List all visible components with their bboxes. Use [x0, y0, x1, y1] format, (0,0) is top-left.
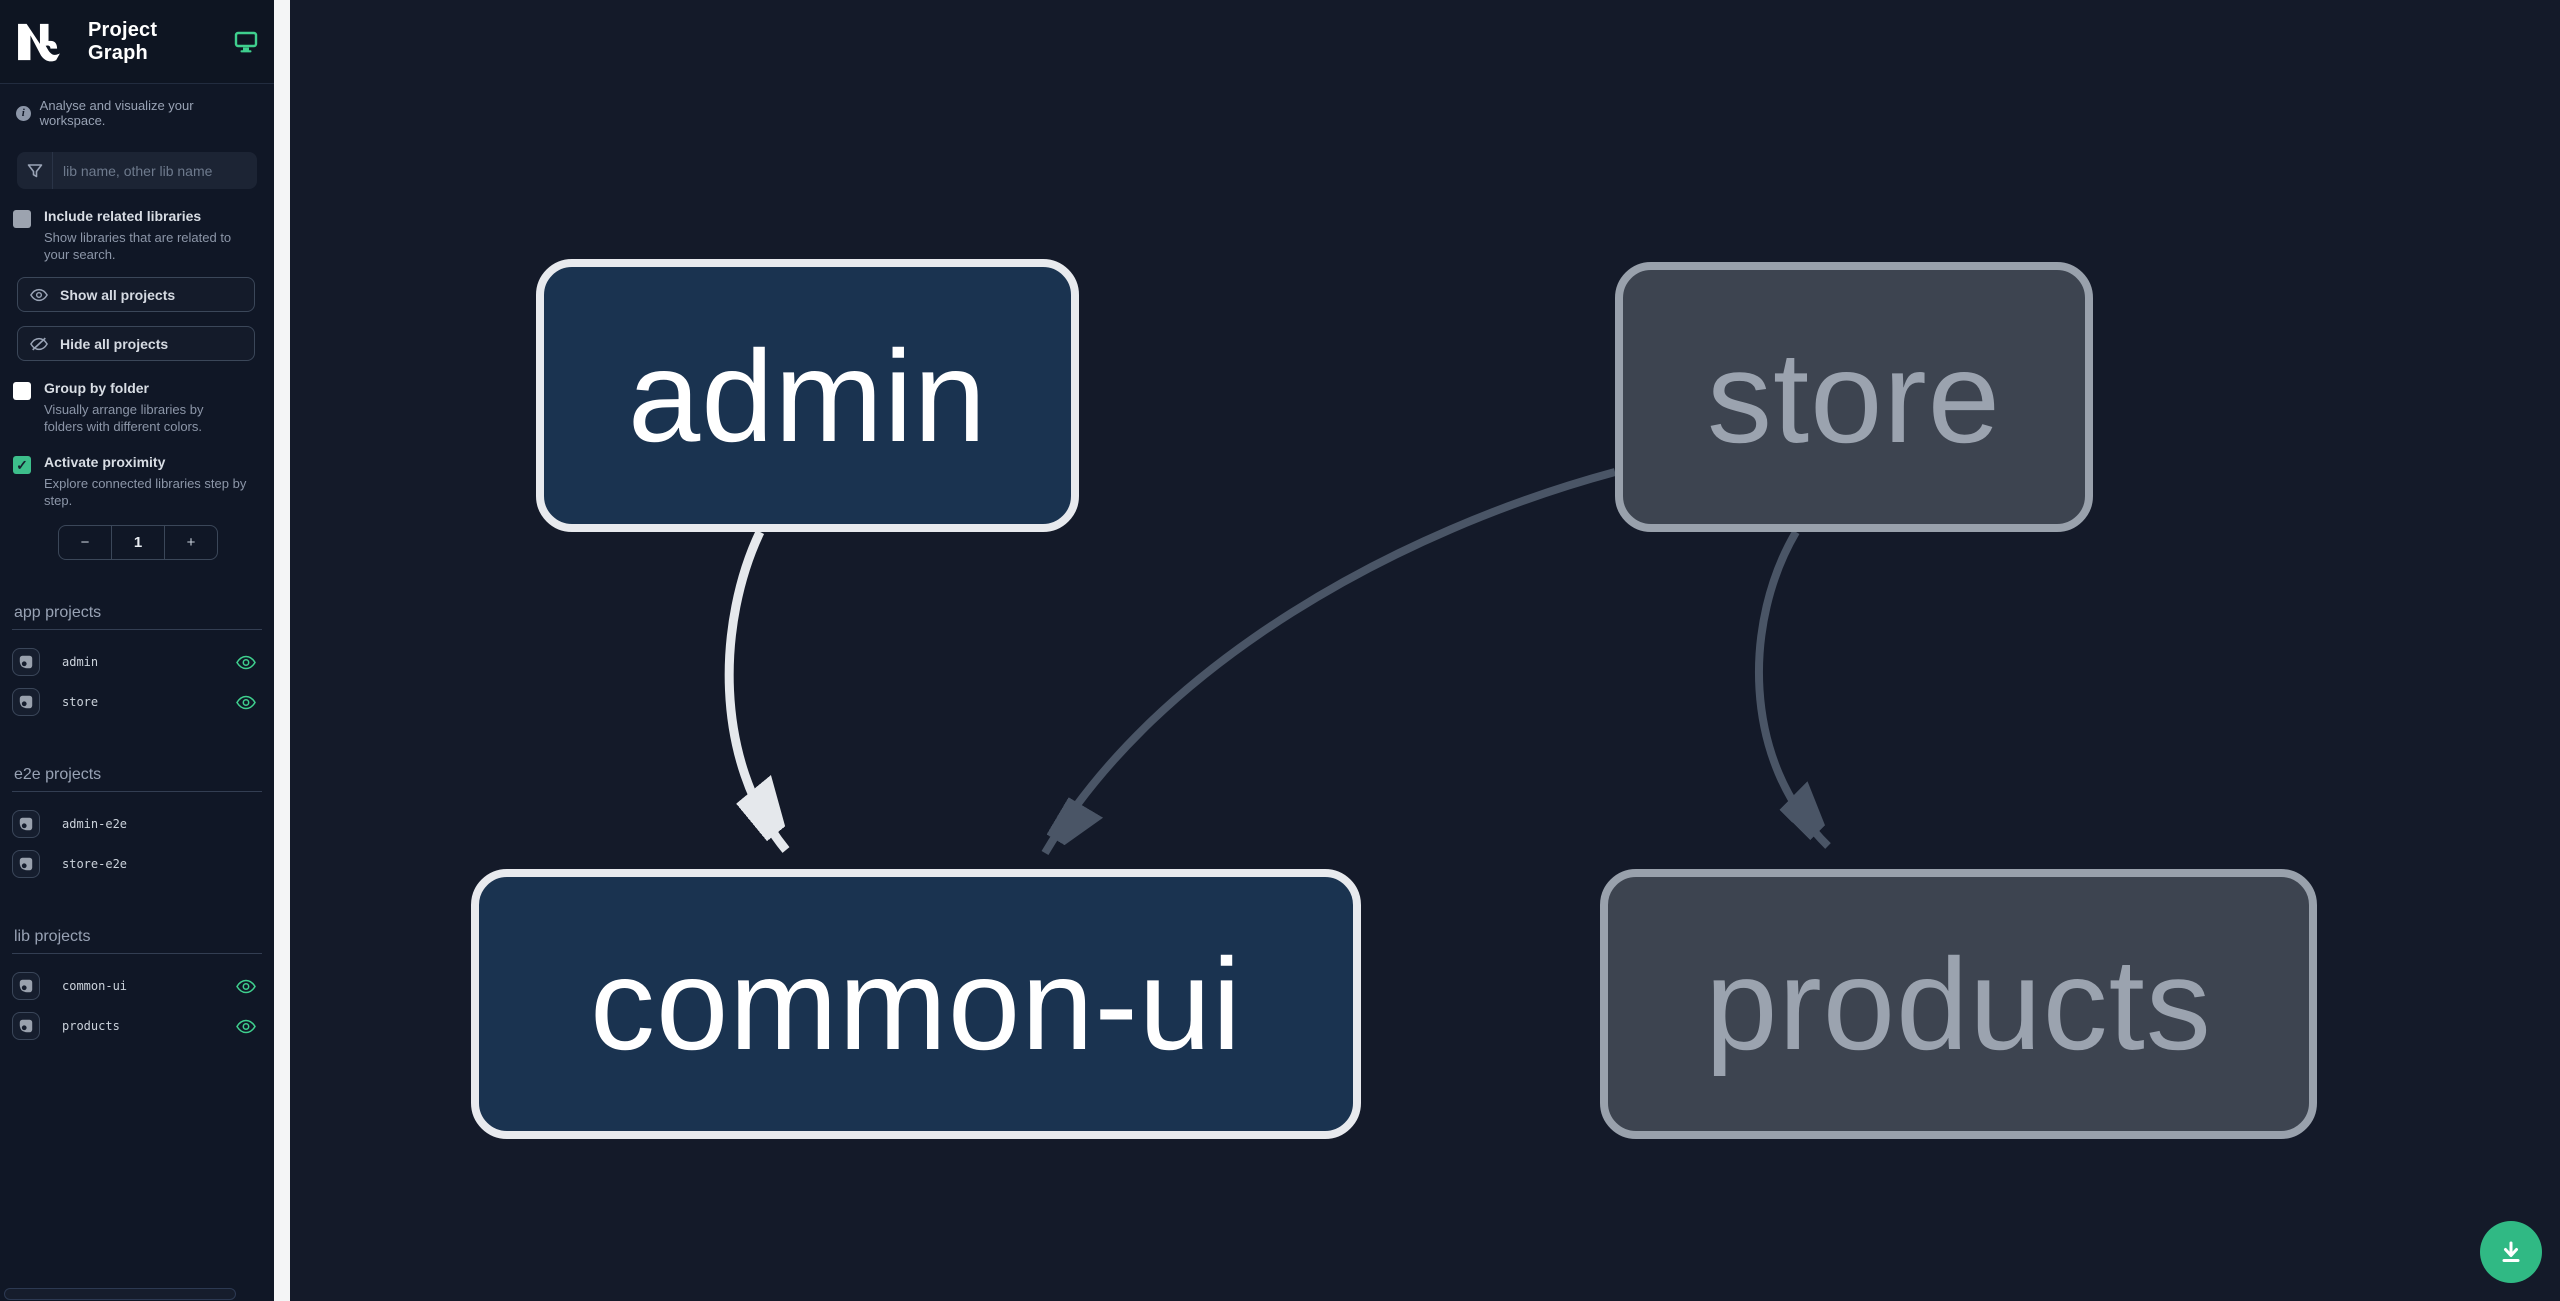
project-row-store: store	[12, 682, 262, 722]
option-description: Visually arrange libraries by folders wi…	[44, 402, 204, 434]
project-section-app: app projects admin store	[0, 604, 274, 722]
project-name: admin	[62, 655, 99, 669]
sidebar-scrollbar-track[interactable]	[274, 0, 290, 1301]
section-title: lib projects	[12, 928, 262, 954]
hide-all-projects-button[interactable]: Hide all projects	[17, 326, 255, 361]
page-title: Project Graph	[88, 18, 158, 64]
checkbox-group-by-folder[interactable]	[13, 382, 31, 400]
project-name: products	[62, 1019, 120, 1033]
project-section-lib: lib projects common-ui products	[0, 928, 274, 1046]
focus-project-icon	[19, 817, 33, 831]
proximity-depth-stepper: − 1 +	[58, 525, 218, 560]
project-lists: app projects admin store e2e projects ad…	[0, 604, 274, 1046]
focus-project-icon	[19, 979, 33, 993]
info-icon: i	[16, 105, 31, 121]
graph-node-store[interactable]: store	[1615, 262, 2093, 532]
project-section-e2e: e2e projects admin-e2e store-e2e	[0, 766, 274, 884]
project-name: store-e2e	[62, 857, 128, 871]
button-label: Show all projects	[60, 286, 176, 303]
search-box	[17, 152, 257, 189]
edge-admin-to-common-ui	[724, 530, 786, 853]
project-name: store	[62, 695, 99, 709]
edge-store-to-products	[1754, 529, 1828, 849]
horizontal-scrollbar-thumb[interactable]	[4, 1288, 236, 1300]
nx-logo-icon	[18, 23, 60, 61]
project-row-admin-e2e: admin-e2e	[12, 804, 262, 844]
option-description: Show libraries that are related to your …	[44, 230, 232, 262]
filter-funnel-icon	[17, 152, 53, 189]
workspace-info: i Analyse and visualize your workspace.	[0, 84, 274, 134]
depth-value: 1	[111, 526, 164, 559]
info-text: Analyse and visualize your workspace.	[39, 98, 194, 128]
option-label: Group by folder	[44, 380, 149, 396]
decrement-button[interactable]: −	[80, 534, 90, 551]
eye-off-icon	[30, 337, 48, 350]
graph-node-common-ui[interactable]: common-ui	[471, 869, 1361, 1139]
edge-store-to-common-ui	[1041, 468, 1617, 856]
option-description: Explore connected libraries step by step…	[44, 476, 247, 508]
project-row-store-e2e: store-e2e	[12, 844, 262, 884]
toggle-visibility-button[interactable]	[236, 695, 256, 710]
eye-icon	[30, 288, 48, 301]
option-activate-proximity[interactable]: ✓ Activate proximity Explore connected l…	[0, 435, 274, 509]
option-include-related[interactable]: Include related libraries Show libraries…	[0, 189, 274, 263]
focus-project-button[interactable]	[12, 850, 40, 878]
dependency-edges	[724, 468, 2560, 856]
toggle-visibility-button[interactable]	[236, 1019, 256, 1034]
monitor-icon[interactable]	[234, 31, 258, 53]
visible-eye-icon	[236, 979, 256, 993]
sidebar: Project Graph i Analyse and visualize yo…	[0, 0, 274, 1301]
checkbox-activate-proximity[interactable]: ✓	[13, 456, 31, 474]
project-row-admin: admin	[12, 642, 262, 682]
graph-node-products[interactable]: products	[1600, 869, 2317, 1139]
show-all-projects-button[interactable]: Show all projects	[17, 277, 255, 312]
toggle-visibility-button[interactable]	[236, 979, 256, 994]
focus-project-icon	[19, 1019, 33, 1033]
download-icon	[2502, 1241, 2520, 1262]
section-title: e2e projects	[12, 766, 262, 792]
increment-button[interactable]: +	[164, 526, 217, 559]
visible-eye-icon	[236, 695, 256, 709]
project-row-products: products	[12, 1006, 262, 1046]
sidebar-header: Project Graph	[0, 0, 274, 84]
project-name: admin-e2e	[62, 817, 128, 831]
focus-project-button[interactable]	[12, 688, 40, 716]
option-label: Include related libraries	[44, 208, 202, 224]
focus-project-button[interactable]	[12, 648, 40, 676]
visible-eye-icon	[236, 1019, 256, 1033]
section-title: app projects	[12, 604, 262, 630]
focus-project-button[interactable]	[12, 972, 40, 1000]
focus-project-icon	[19, 655, 33, 669]
toggle-visibility-button[interactable]	[236, 655, 256, 670]
checkbox-include-related[interactable]	[13, 210, 31, 228]
visible-eye-icon	[236, 655, 256, 669]
project-graph-canvas[interactable]: admin store common-ui products	[290, 0, 2560, 1301]
project-name: common-ui	[62, 979, 128, 993]
focus-project-button[interactable]	[12, 1012, 40, 1040]
option-label: Activate proximity	[44, 454, 166, 470]
graph-node-admin[interactable]: admin	[536, 259, 1079, 532]
download-graph-button[interactable]	[2480, 1221, 2542, 1283]
search-input[interactable]	[53, 162, 257, 179]
project-row-common-ui: common-ui	[12, 966, 262, 1006]
option-group-by-folder[interactable]: Group by folder Visually arrange librari…	[0, 361, 274, 435]
button-label: Hide all projects	[60, 335, 169, 352]
focus-project-icon	[19, 695, 33, 709]
focus-project-button[interactable]	[12, 810, 40, 838]
focus-project-icon	[19, 857, 33, 871]
